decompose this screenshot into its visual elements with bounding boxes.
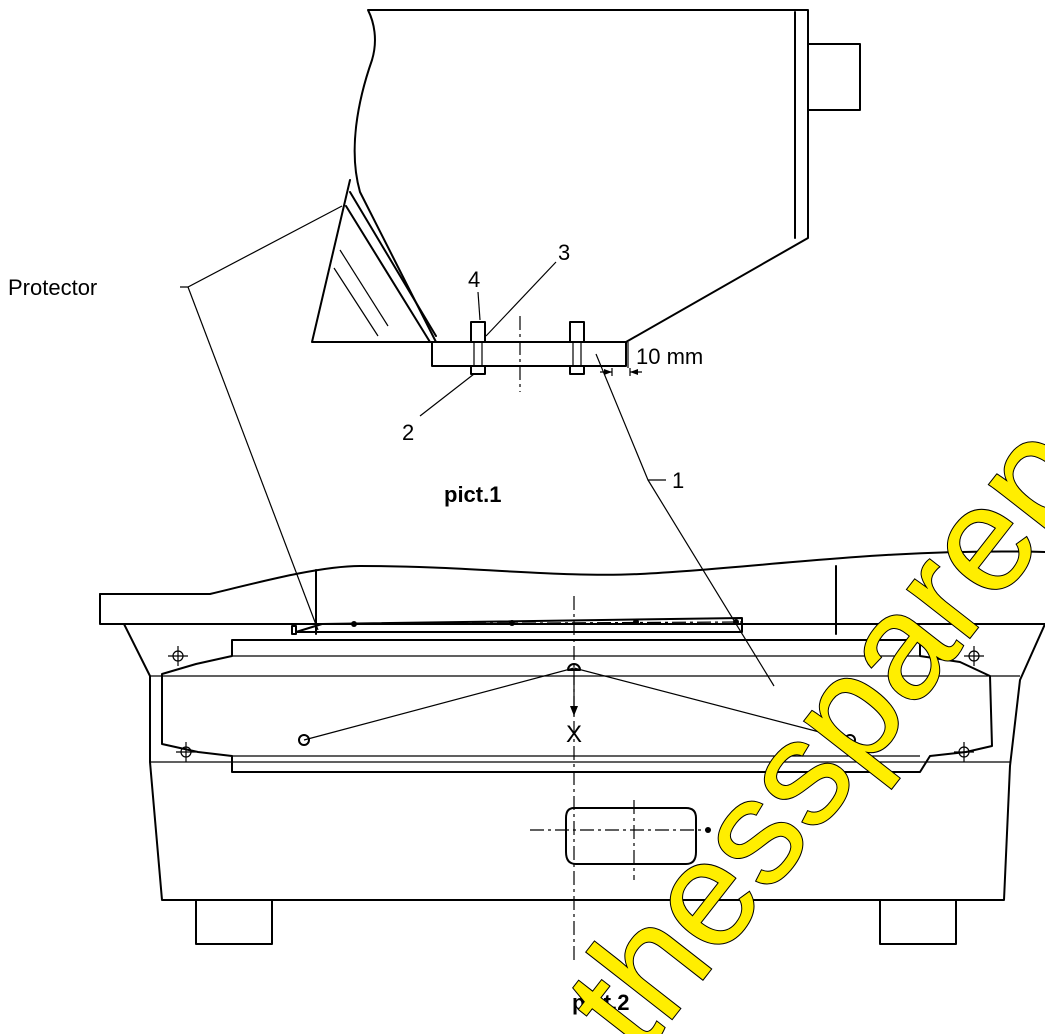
watermark: thesspareparts.com xyxy=(532,0,1045,1034)
dimension-10mm: 10 mm xyxy=(600,344,703,376)
watermark-text: thesspareparts.com xyxy=(533,0,1045,1034)
dimension-label: 10 mm xyxy=(636,344,703,369)
pict1-flange-plate xyxy=(431,316,629,392)
label-part-3: 3 xyxy=(558,240,570,265)
pict1-hopper xyxy=(311,9,861,343)
pict2-fixing-points xyxy=(168,646,984,762)
label-part-2: 2 xyxy=(402,420,414,445)
pict2-inner-opening xyxy=(161,639,993,773)
pict2-protector-strip xyxy=(291,617,743,635)
pict2-base-frame xyxy=(99,550,1045,945)
label-x-marker: X xyxy=(566,721,582,748)
label-part-4: 4 xyxy=(468,267,480,292)
pict2-access-window xyxy=(530,800,711,880)
label-pict-1: pict.1 xyxy=(444,482,501,507)
label-pict-2: pict.2 xyxy=(572,990,629,1015)
label-protector: Protector xyxy=(8,275,97,300)
pict1-bolt-right xyxy=(569,321,585,375)
pict1-bolt-left xyxy=(470,321,486,375)
label-part-1: 1 xyxy=(672,468,684,493)
callout-leaders xyxy=(180,205,775,687)
pict2-tension-lines xyxy=(298,596,856,960)
